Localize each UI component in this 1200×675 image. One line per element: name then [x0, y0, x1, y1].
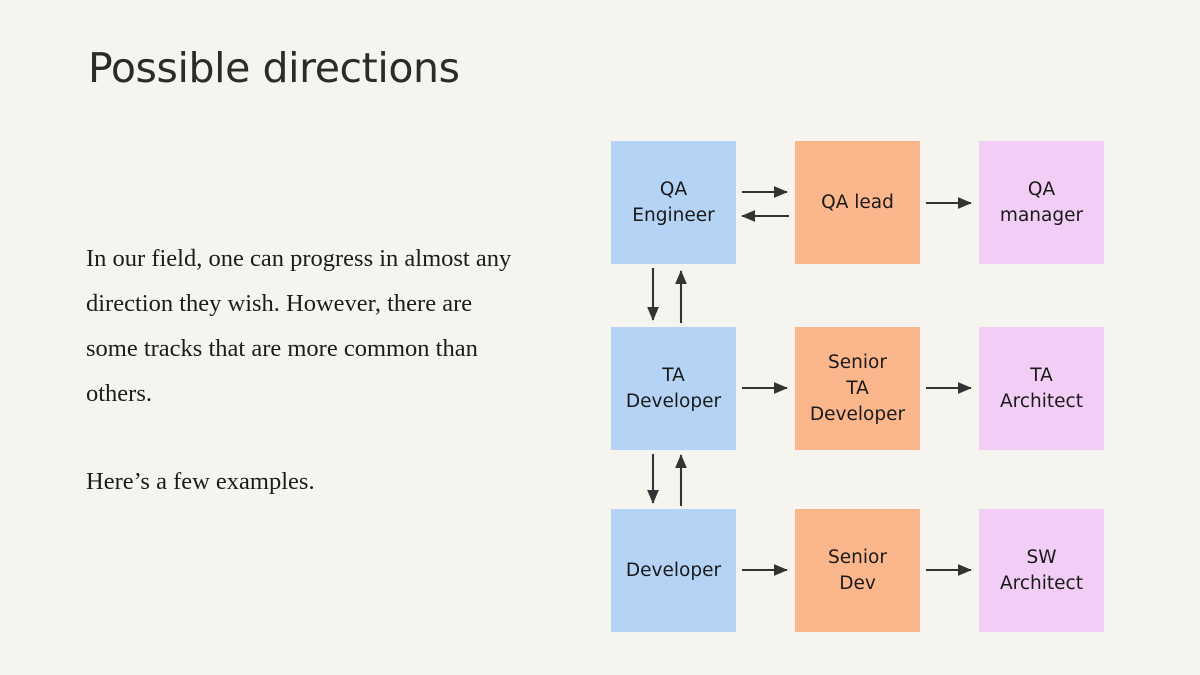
diagram-node-developer[interactable]: Developer — [611, 509, 736, 632]
diagram-node-ta-architect[interactable]: TA Architect — [979, 327, 1104, 450]
node-label: Senior Dev — [828, 546, 887, 594]
diagram-node-qa-engineer[interactable]: QA Engineer — [611, 141, 736, 264]
diagram-node-senior-ta-developer[interactable]: Senior TA Developer — [795, 327, 920, 450]
body-paragraph-1: In our field, one can progress in almost… — [86, 245, 512, 407]
node-label: QA manager — [999, 178, 1084, 226]
body-paragraph-2: Here’s a few examples. — [86, 468, 315, 495]
diagram-node-qa-manager[interactable]: QA manager — [979, 141, 1104, 264]
node-label: SW Architect — [1000, 546, 1083, 594]
diagram-node-senior-dev[interactable]: Senior Dev — [795, 509, 920, 632]
diagram-node-ta-developer[interactable]: TA Developer — [611, 327, 736, 450]
node-label: QA Engineer — [632, 178, 715, 226]
node-label: TA Developer — [625, 364, 722, 412]
node-label: QA lead — [821, 191, 894, 213]
page-title: Possible directions — [88, 44, 460, 92]
diagram-node-qa-lead[interactable]: QA lead — [795, 141, 920, 264]
node-label: Developer — [625, 559, 722, 581]
node-label: TA Architect — [1000, 364, 1083, 412]
diagram-node-sw-architect[interactable]: SW Architect — [979, 509, 1104, 632]
node-label: Senior TA Developer — [809, 351, 906, 425]
